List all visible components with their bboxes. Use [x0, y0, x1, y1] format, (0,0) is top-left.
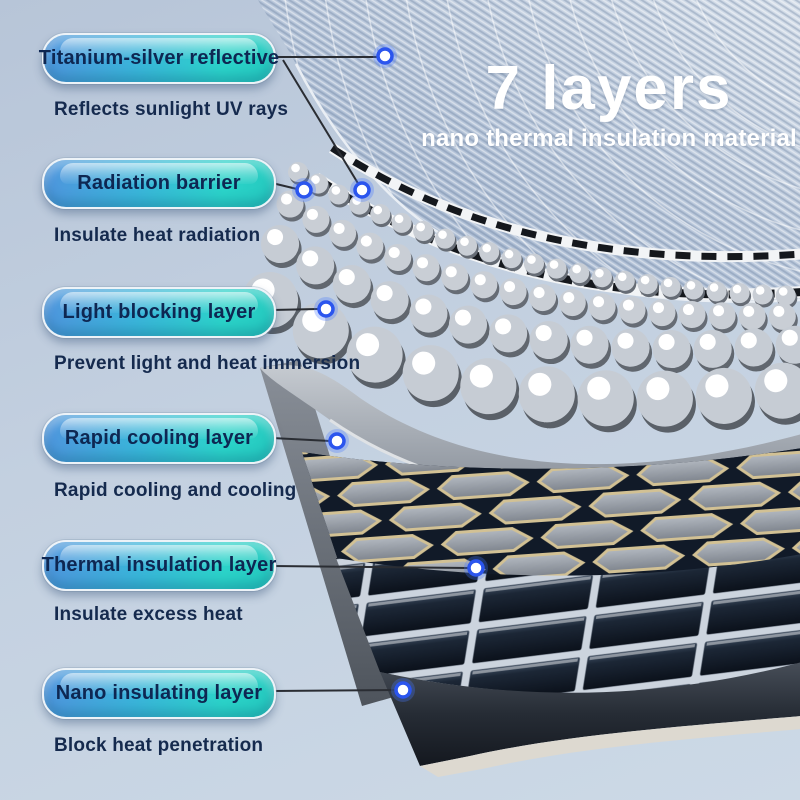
tile-layer [336, 554, 800, 695]
page-title: 7 layers [485, 54, 733, 123]
bead-layer [242, 162, 800, 433]
title-block: 7 layers nano thermal insulation materia… [420, 56, 798, 153]
pill-rapid-cooling-layer: Rapid cooling layer [42, 413, 276, 464]
pill-light-blocking-layer: Light blocking layer [42, 287, 276, 338]
marker-dot [391, 678, 415, 702]
pill-label: Light blocking layer [62, 301, 256, 323]
pill-label: Nano insulating layer [55, 682, 263, 704]
connector-lines [271, 56, 469, 692]
marker-dots [292, 44, 488, 702]
layer-description: Insulate heat radiation [54, 225, 261, 246]
pill-label: Thermal insulation layer [41, 554, 277, 576]
pill-nano-insulating-layer: Nano insulating layer [42, 668, 276, 719]
pill-radiation-barrier: Radiation barrier [42, 158, 276, 209]
page-subtitle: nano thermal insulation material [421, 125, 797, 153]
layer-description: Insulate excess heat [54, 604, 243, 625]
pill-label: Rapid cooling layer [64, 427, 254, 449]
pill-label: Radiation barrier [77, 172, 241, 194]
marker-dot [373, 44, 397, 68]
layer-description: Prevent light and heat immersion [54, 353, 361, 374]
pill-thermal-insulation-layer: Thermal insulation layer [42, 540, 276, 591]
marker-dot [314, 297, 338, 321]
base-plate [380, 662, 800, 777]
marker-dot [325, 429, 349, 453]
marker-dot [292, 178, 316, 202]
pill-label: Titanium-silver reflective [38, 47, 280, 69]
layer-description: Block heat penetration [54, 735, 264, 756]
layer-description: Rapid cooling and cooling [54, 480, 297, 501]
pill-titanium-silver-reflective: Titanium-silver reflective [38, 33, 280, 84]
mesh-layer [302, 448, 800, 579]
layer-description: Reflects sunlight UV rays [54, 99, 289, 120]
marker-dot [350, 178, 374, 202]
marker-dot [464, 556, 488, 580]
